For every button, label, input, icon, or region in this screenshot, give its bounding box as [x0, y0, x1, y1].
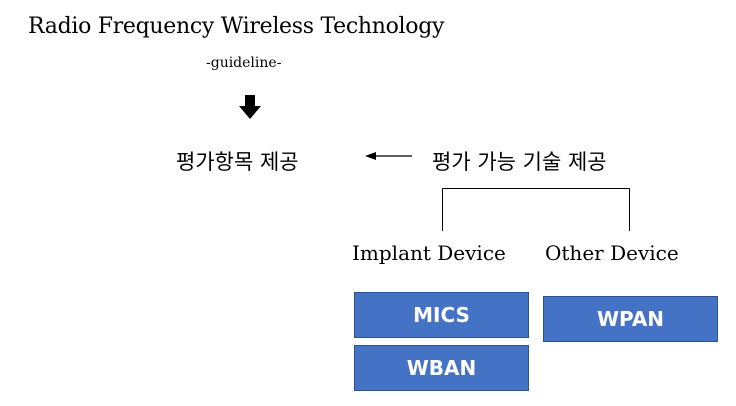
- wban-box-label: WBAN: [406, 356, 477, 380]
- page-subtitle: -guideline-: [206, 55, 282, 71]
- wpan-box-label: WPAN: [596, 307, 665, 331]
- evaluable-technology-label: 평가 가능 기술 제공: [432, 150, 607, 174]
- down-arrow-icon: [239, 95, 261, 119]
- mics-box-label: MICS: [413, 303, 470, 327]
- evaluation-items-label: 평가항목 제공: [176, 150, 299, 174]
- wpan-box: WPAN: [543, 296, 718, 342]
- device-bracket: [442, 188, 630, 231]
- page-title: Radio Frequency Wireless Technology: [28, 14, 445, 39]
- wban-box: WBAN: [354, 345, 529, 391]
- left-arrow-icon: [365, 152, 412, 160]
- implant-device-label: Implant Device: [352, 241, 506, 265]
- other-device-label: Other Device: [545, 241, 679, 265]
- mics-box: MICS: [354, 292, 529, 338]
